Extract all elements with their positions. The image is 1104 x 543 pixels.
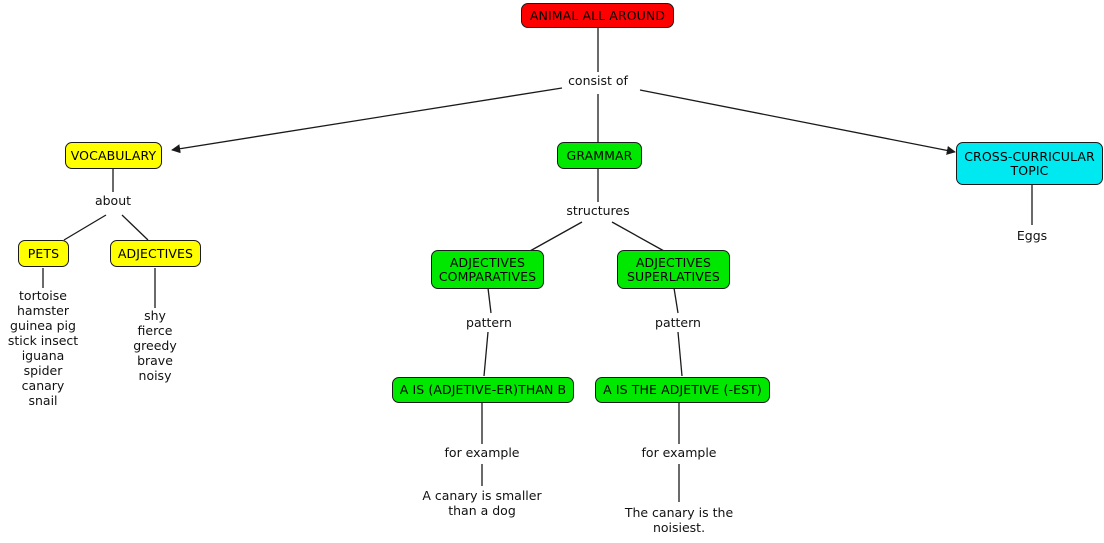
link-label-for-example-superlative: for example	[641, 445, 717, 460]
link-label-for-example-comparative: for example	[444, 445, 520, 460]
link-label-about: about	[94, 193, 132, 208]
edge-pattern-to-superlative-formula	[677, 331, 683, 377]
edge-comparatives-to-pattern	[487, 287, 492, 314]
node-pets[interactable]: PETS	[18, 240, 69, 267]
link-label-consist-of: consist of	[568, 73, 628, 88]
link-label-pattern-superlative: pattern	[655, 315, 701, 330]
edge-pattern-to-comparative-formula	[483, 331, 489, 377]
link-label-structures: structures	[566, 203, 630, 218]
node-superlative-pattern[interactable]: A IS THE ADJETIVE (-EST)	[595, 377, 770, 403]
edge-about-to-pets	[63, 214, 107, 241]
node-comparative-pattern[interactable]: A IS (ADJETIVE-ER)THAN B	[392, 377, 574, 403]
node-adjectives[interactable]: ADJECTIVES	[110, 240, 201, 267]
superlative-example-sentence: The canary is the noisiest.	[624, 505, 734, 535]
edge-about-to-adjectives	[121, 214, 149, 241]
node-cross-curricular-topic[interactable]: CROSS-CURRICULAR TOPIC	[956, 142, 1103, 185]
edge-superlatives-to-pattern	[673, 287, 679, 314]
node-animal-all-around[interactable]: ANIMAL ALL AROUND	[521, 3, 674, 28]
node-vocabulary[interactable]: VOCABULARY	[65, 142, 162, 169]
edge-structures-to-superlatives	[611, 221, 665, 252]
node-adjectives-comparatives[interactable]: ADJECTIVES COMPARATIVES	[431, 250, 544, 289]
node-adjectives-superlatives[interactable]: ADJECTIVES SUPERLATIVES	[617, 250, 730, 289]
pets-list: tortoise hamster guinea pig stick insect…	[7, 288, 79, 408]
link-label-pattern-comparative: pattern	[466, 315, 512, 330]
edge-consistof-to-vocabulary	[171, 87, 563, 154]
node-grammar[interactable]: GRAMMAR	[557, 142, 642, 169]
eggs-label: Eggs	[1016, 228, 1048, 243]
edge-structures-to-comparatives	[529, 221, 583, 252]
edge-consistof-to-crosscurricular	[639, 89, 956, 155]
adjectives-list: shy fierce greedy brave noisy	[133, 308, 177, 383]
comparative-example-sentence: A canary is smaller than a dog	[422, 488, 542, 518]
